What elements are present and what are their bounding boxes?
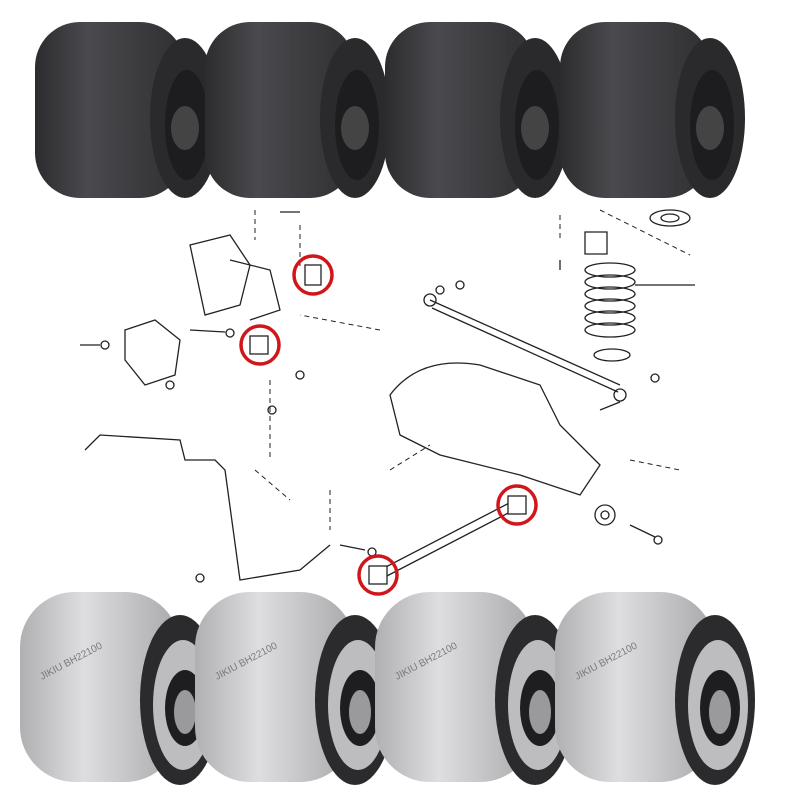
mount-bracket [189, 234, 281, 321]
metal-sleeve-bushing: JIKIU BH22100 [20, 592, 220, 785]
dark-rubber-bushing [560, 22, 745, 198]
dark-rubber-bushing [205, 22, 390, 198]
mount-bracket [124, 319, 181, 386]
metal-sleeve-bushing: JIKIU BH22100 [195, 592, 395, 785]
bolts [80, 211, 663, 583]
highlight-circle [239, 324, 281, 366]
stabilizer-bar [84, 434, 331, 581]
dark-rubber-bushing [385, 22, 570, 198]
highlight-circle [357, 554, 399, 596]
coil-spring [584, 209, 695, 362]
upper-link [429, 299, 621, 393]
metal-sleeve-bushing: JIKIU BH22100 [555, 592, 755, 785]
differential-housing [389, 362, 601, 496]
dark-rubber-bushing [35, 22, 220, 198]
leader-lines [254, 209, 691, 530]
metal-sleeve-bushing: JIKIU BH22100 [375, 592, 575, 785]
highlight-circle [496, 484, 538, 526]
highlight-circle [292, 254, 334, 296]
dark-bushings-row [35, 22, 745, 198]
lower-link [379, 499, 519, 579]
suspension-diagram [80, 209, 695, 585]
highlight-circles [239, 254, 538, 596]
